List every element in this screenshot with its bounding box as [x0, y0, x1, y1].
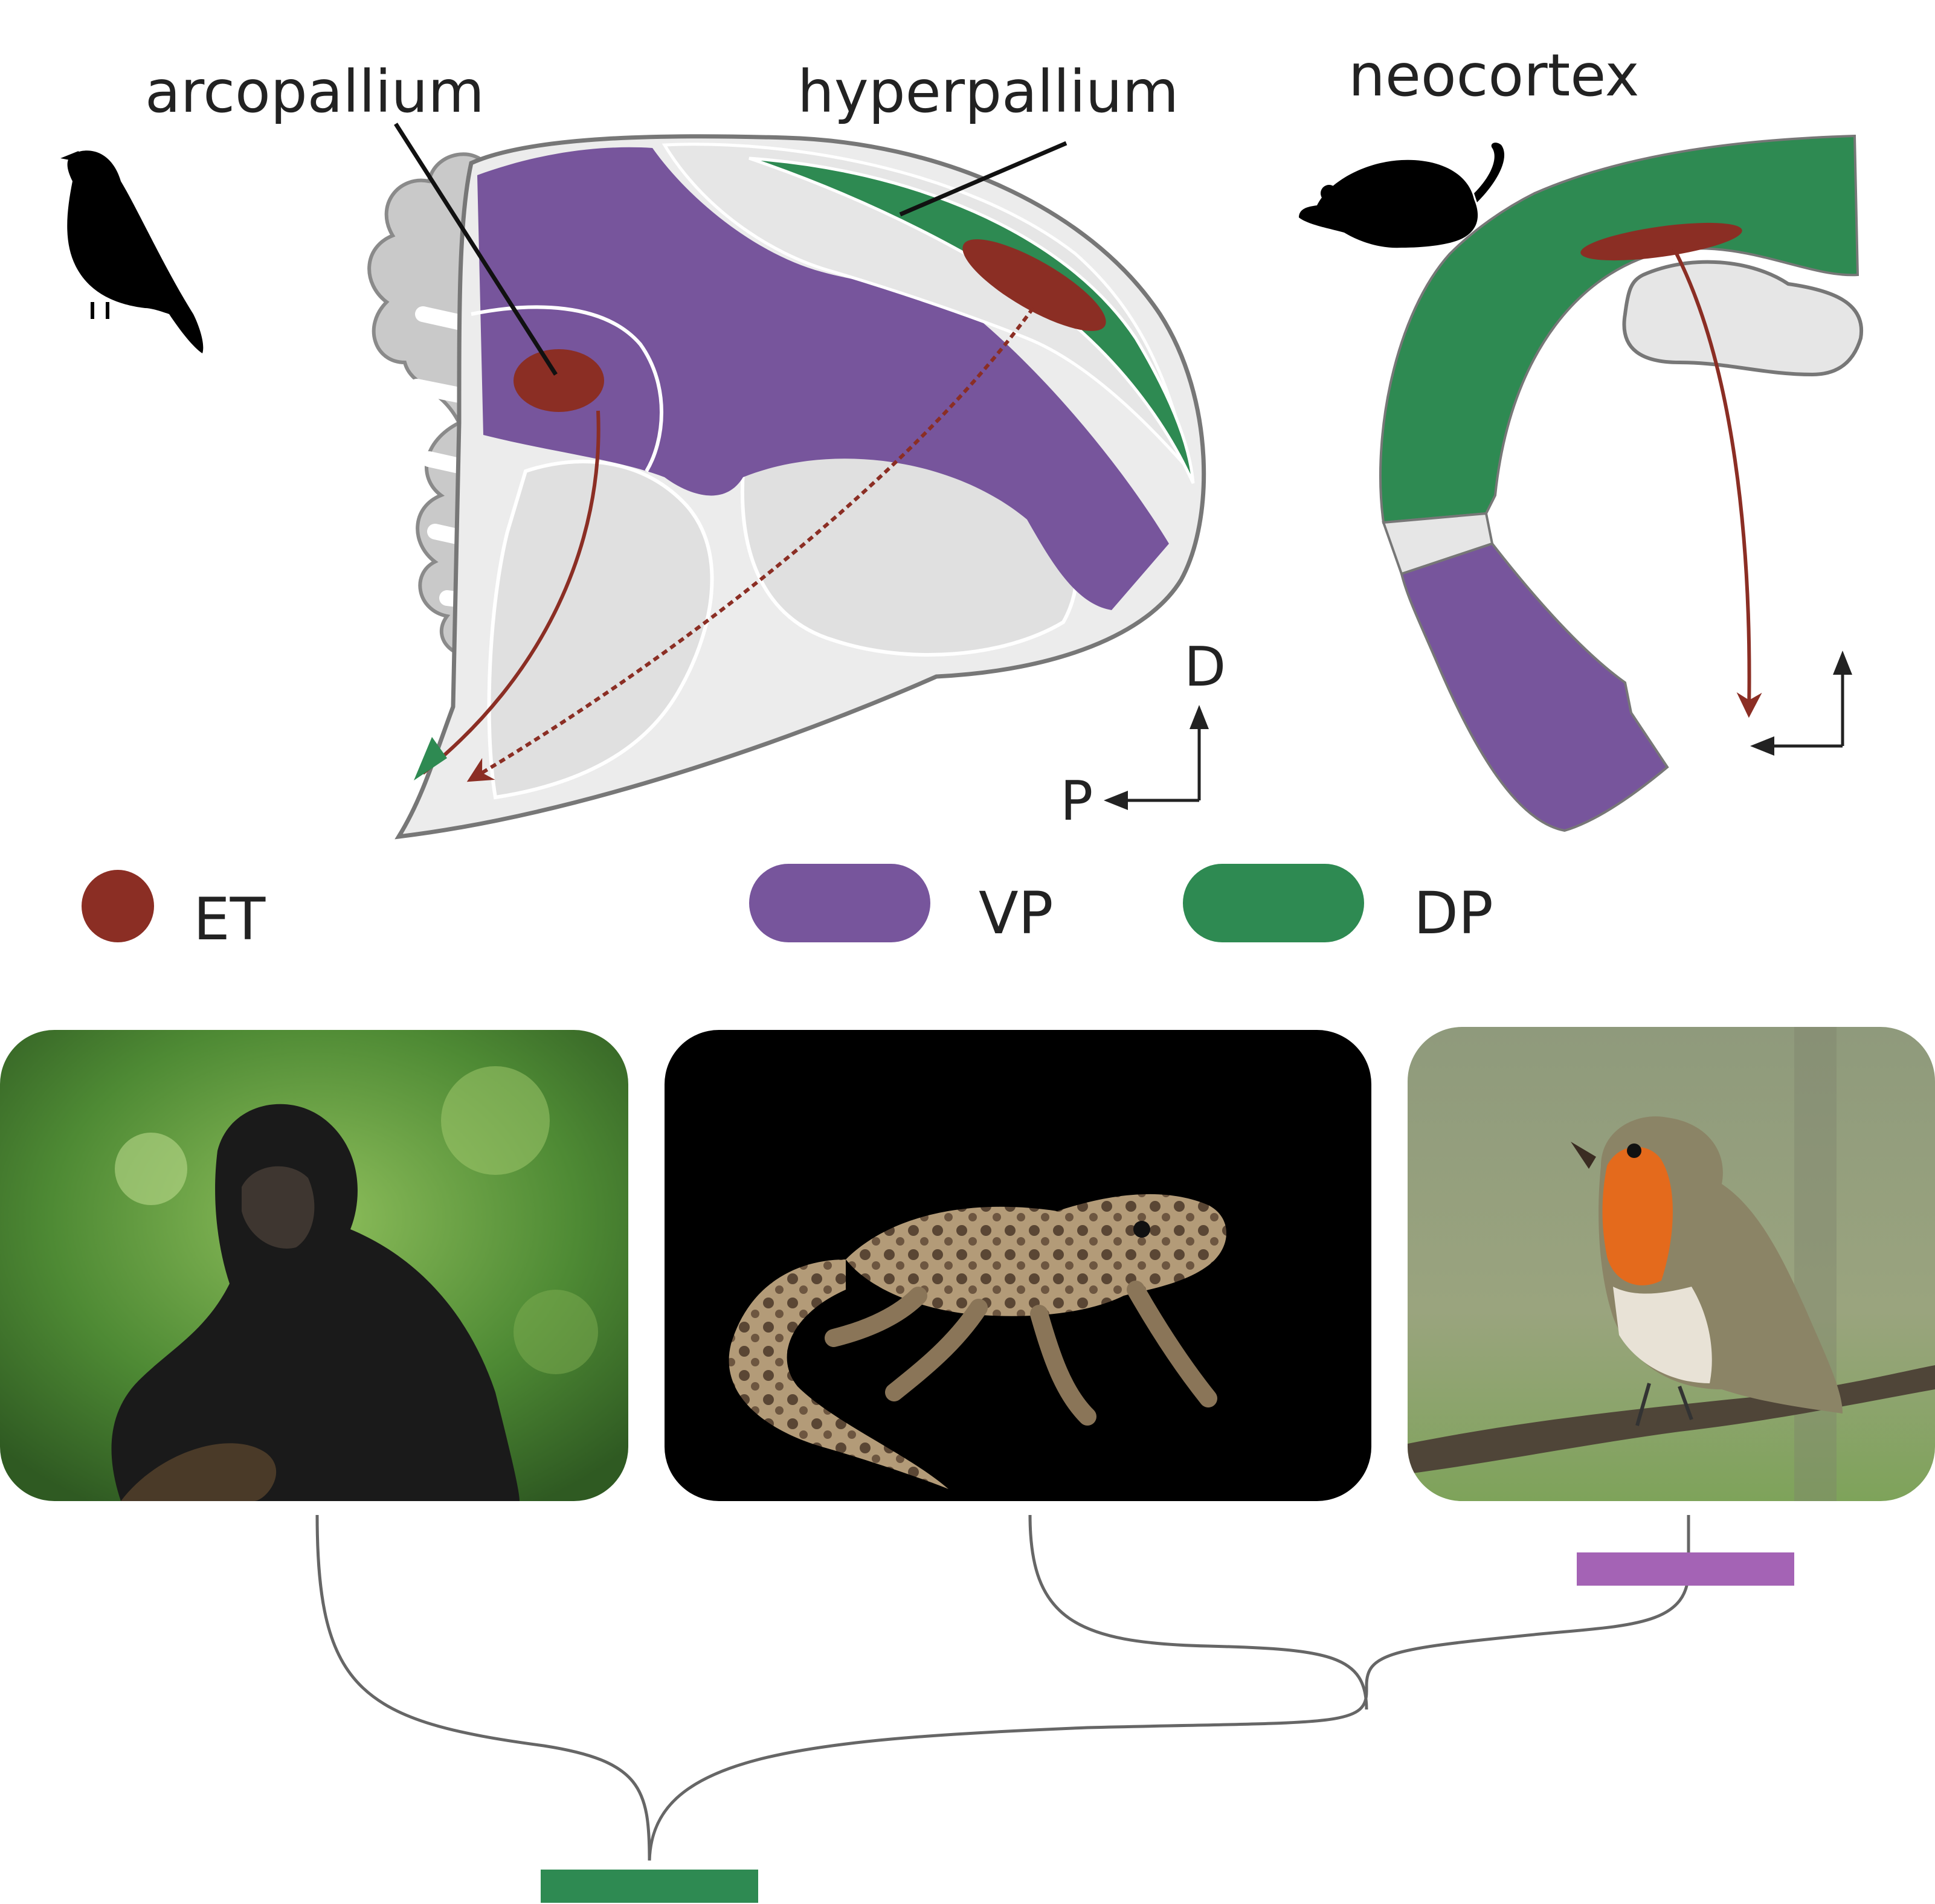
tree-bar-green	[541, 1870, 758, 1903]
neocortex-label: neocortex	[1348, 42, 1639, 109]
bird-axis-d-label: D	[1184, 635, 1226, 699]
mouse-silhouette-icon	[1299, 143, 1505, 248]
mouse-grey-structure	[1622, 260, 1864, 377]
robin-photo	[1408, 1027, 1935, 1501]
tree-branch-sauropsids	[648, 1685, 1368, 1861]
tree-bar-purple	[1577, 1552, 1794, 1586]
hyperpallium-et-oval	[962, 239, 1106, 331]
tree-branch-robin	[1365, 1515, 1690, 1686]
chimpanzee-photo	[0, 1030, 628, 1501]
bird-axis-p-label: P	[1060, 770, 1093, 833]
legend-dp-swatch	[1183, 864, 1364, 942]
mouse-orientation-axes	[1750, 651, 1852, 756]
neocortex-et-oval	[1580, 222, 1742, 261]
legend-et-swatch	[82, 870, 154, 942]
legend-vp-swatch	[749, 864, 930, 942]
legend-et-label: ET	[193, 886, 266, 953]
bird-vp-region	[477, 147, 1169, 610]
hyperpallium-projection-arrow	[466, 307, 1035, 782]
arcopallium-leader-line	[394, 123, 558, 376]
arcopallium-label: arcopallium	[145, 58, 485, 126]
bird-orientation-axes: D P	[1060, 635, 1226, 833]
green-arrowhead	[414, 737, 447, 780]
bird-mesopallium	[662, 143, 1192, 472]
mouse-vp-region	[1400, 542, 1669, 832]
phylogenetic-tree	[315, 1514, 1690, 1861]
tree-branch-lizard	[1028, 1514, 1368, 1710]
bird-subpallium	[487, 452, 1079, 800]
bird-silhouette-icon	[60, 150, 204, 353]
arcopallium-projection-arrow	[422, 410, 600, 775]
arcopallium-et-oval	[514, 349, 604, 412]
hyperpallium-label: hyperpallium	[797, 58, 1179, 126]
legend: ET VP DP	[82, 864, 1493, 953]
legend-dp-label: DP	[1414, 880, 1493, 947]
tree-branch-chimpanzee	[315, 1514, 651, 1861]
hyperpallium-leader-line	[899, 141, 1067, 217]
arcopallium-outline	[471, 305, 663, 472]
lizard-photo	[665, 1030, 1371, 1501]
legend-vp-label: VP	[979, 880, 1054, 947]
neocortex-projection-arrow	[1672, 246, 1762, 718]
